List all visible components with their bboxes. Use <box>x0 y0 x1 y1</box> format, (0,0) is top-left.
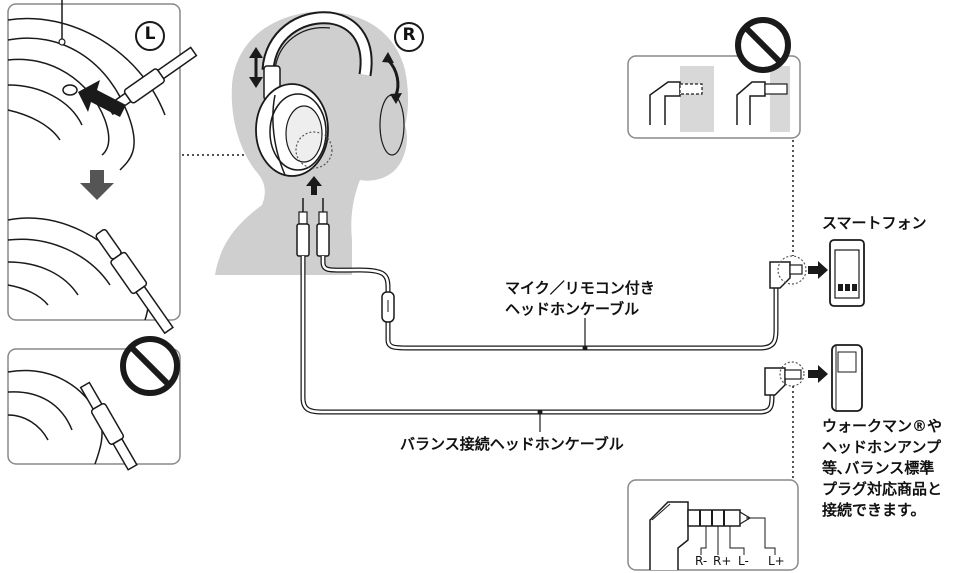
balanced-plug-detail <box>627 479 799 571</box>
mic-cable <box>320 256 779 351</box>
mic-cable-label-line1: マイク／リモコン付き <box>505 279 655 297</box>
right-side-marker: R <box>402 25 416 45</box>
balanced-plug-right <box>764 361 828 396</box>
mic-plug-right <box>769 255 828 289</box>
walkman-label-line3: 等､バランス標準 <box>822 459 935 477</box>
left-side-marker: L <box>144 24 156 44</box>
adjust-arrow-icon <box>249 47 263 88</box>
arrow-right-icon <box>808 261 828 279</box>
insert-cable-panel <box>7 0 198 335</box>
smartphone-icon <box>829 239 865 307</box>
prohibited-icon <box>735 17 791 73</box>
walkman-label-line1: ウォークマン®や <box>822 417 943 435</box>
arrow-up-icon <box>306 176 322 195</box>
mic-cable-label: マイク／リモコン付き ヘッドホンケーブル <box>505 278 655 320</box>
pin-label-l-minus: L- <box>738 554 749 568</box>
walkman-label-line2: ヘッドホンアンプ <box>822 438 941 456</box>
cable-plugs <box>296 198 330 257</box>
rotate-arrow-icon <box>382 52 402 104</box>
pin-label-r-minus: R- <box>695 554 708 568</box>
arrow-down-icon <box>80 170 114 200</box>
balanced-cable-label: バランス接続ヘッドホンケーブル <box>400 435 624 453</box>
walkman-label-line4: プラグ対応商品と <box>822 480 943 498</box>
walkman-label-line5: 接続できます。 <box>822 501 926 519</box>
arrow-insert-icon <box>78 80 126 117</box>
prohibited-icon <box>120 336 180 396</box>
headphones <box>249 11 424 195</box>
pin-label-l-plus: L+ <box>768 554 785 568</box>
smartphone-label: スマートフォン <box>822 214 927 232</box>
walkman-label: ウォークマン®や ヘッドホンアンプ 等､バランス標準 プラグ対応商品と 接続でき… <box>822 416 942 521</box>
mic-cable-label-line2: ヘッドホンケーブル <box>505 300 640 318</box>
walkman-icon <box>831 344 863 412</box>
pin-label-r-plus: R+ <box>713 554 732 568</box>
wrong-plug-panel <box>627 17 801 139</box>
wrong-insert-panel <box>7 336 181 471</box>
